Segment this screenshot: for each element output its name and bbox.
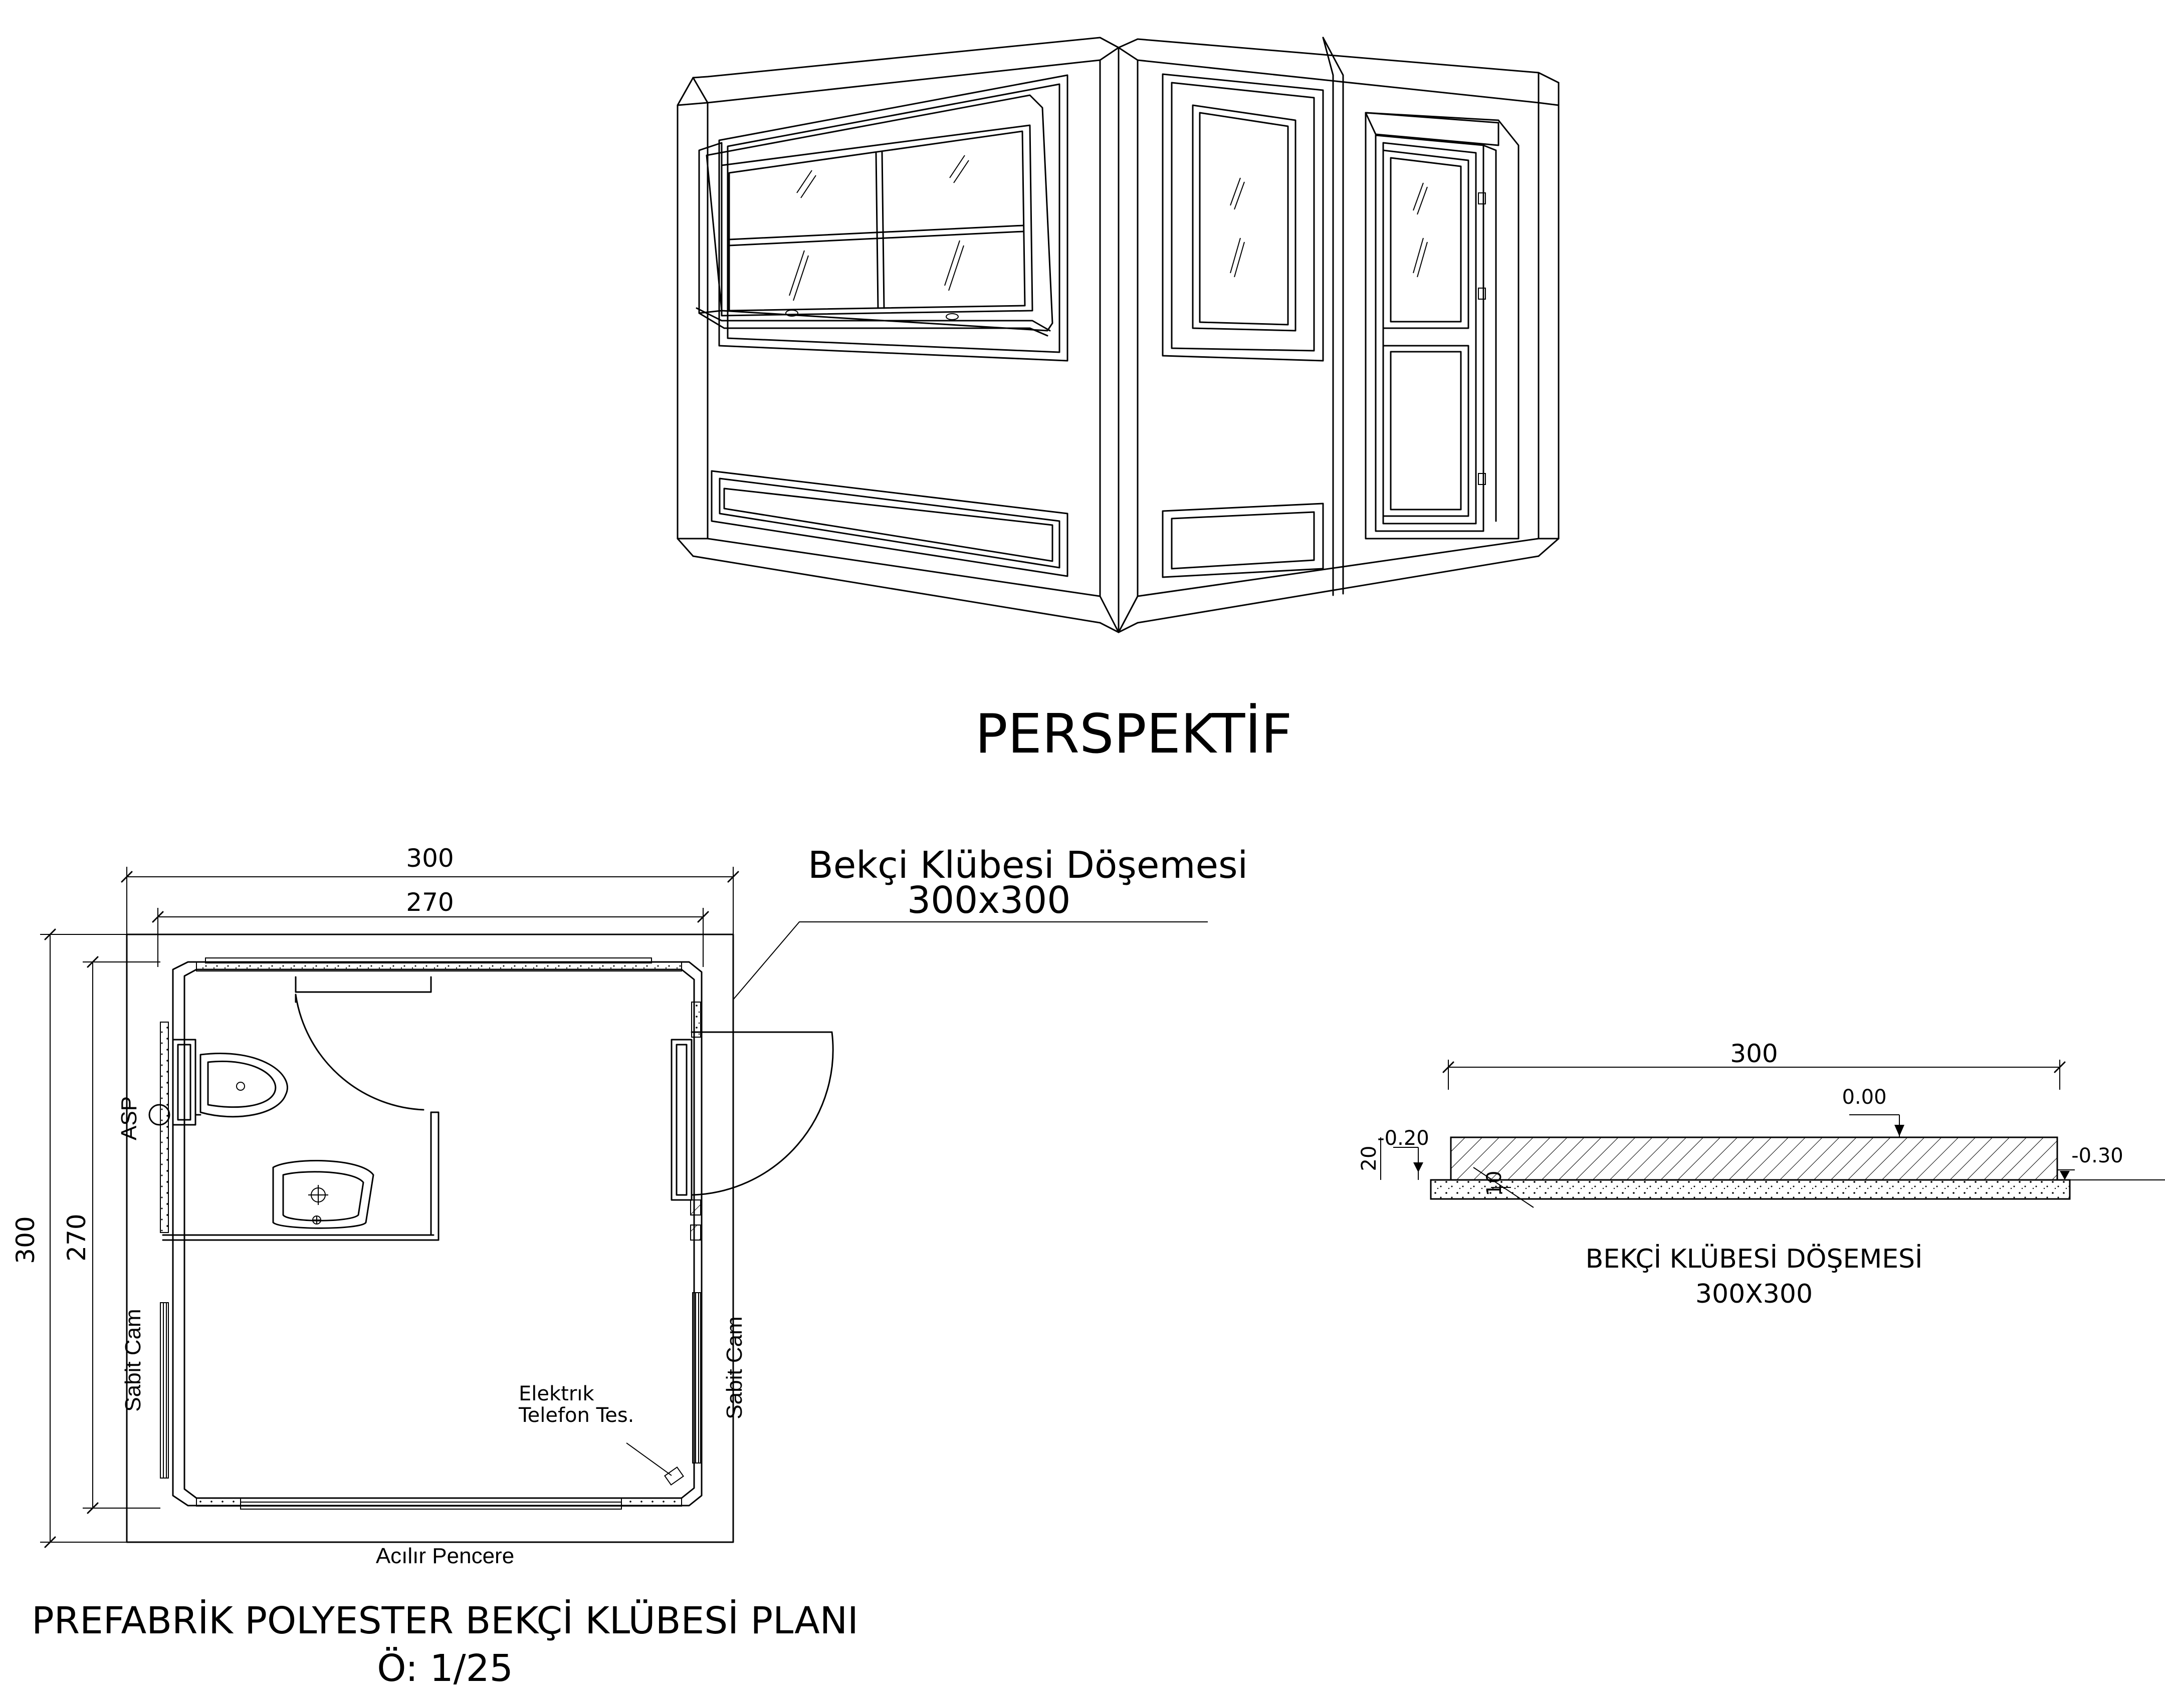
section-dim-10: 10 bbox=[1483, 1171, 1506, 1196]
label-asp: ASP bbox=[117, 1096, 141, 1140]
front-lower-panel bbox=[711, 470, 1068, 577]
booth-walls bbox=[160, 957, 703, 1510]
plan-dim-outer-width: 300 bbox=[406, 844, 454, 873]
plan-floor-outline bbox=[126, 933, 734, 1543]
toilet bbox=[148, 1039, 288, 1126]
label-acilir-pencere: Acılır Pencere bbox=[376, 1544, 514, 1568]
section-level-top: 0.00 bbox=[1842, 1086, 1886, 1109]
plan-dim-inner-height: 270 bbox=[62, 1213, 91, 1261]
floor-section bbox=[1380, 1060, 2165, 1208]
side-lower-panel bbox=[1162, 503, 1324, 578]
plan-title: PREFABRİK POLYESTER BEKÇİ KLÜBESİ PLANI bbox=[32, 1599, 858, 1642]
section-level-bottom: -0.30 bbox=[2071, 1144, 2123, 1167]
front-window bbox=[696, 74, 1068, 362]
plan-dimensions bbox=[40, 867, 739, 1548]
main-door bbox=[671, 1031, 834, 1241]
wc-partition bbox=[162, 976, 440, 1241]
section-dim-width: 300 bbox=[1730, 1039, 1778, 1068]
leader-size: 300x300 bbox=[907, 879, 1070, 922]
label-elektrik: Elektrık bbox=[519, 1382, 594, 1405]
label-sabit-cam-left: Sabit Cam bbox=[121, 1309, 145, 1411]
booth-shell bbox=[677, 37, 1560, 633]
perspective-view bbox=[677, 37, 1560, 633]
side-window bbox=[1162, 73, 1324, 362]
label-telefon: Telefon Tes. bbox=[518, 1404, 634, 1427]
electric-leader bbox=[626, 1442, 672, 1476]
plan-view: 300 270 300 270 bbox=[11, 844, 1248, 1568]
label-sabit-cam-right: Sabit Cam bbox=[722, 1316, 747, 1419]
door bbox=[1365, 112, 1520, 540]
slab-base bbox=[1430, 1179, 2071, 1200]
slab-hatched bbox=[1450, 1136, 2058, 1181]
section-size: 300X300 bbox=[1695, 1279, 1813, 1309]
section-dim-20: 20 bbox=[1358, 1146, 1381, 1171]
plan-dim-outer-height: 300 bbox=[11, 1216, 40, 1264]
floor-leader-line bbox=[733, 921, 1208, 1000]
leader-title: Bekçi Klübesi Döşemesi bbox=[808, 844, 1248, 887]
section-dim-minus020: -0.20 bbox=[1377, 1127, 1429, 1150]
perspective-title: PERSPEKTİF bbox=[975, 702, 1292, 766]
plan-dim-inner-width: 270 bbox=[406, 888, 454, 917]
section-title: BEKÇİ KLÜBESİ DÖŞEMESİ bbox=[1586, 1244, 1923, 1274]
plan-scale: Ö: 1/25 bbox=[377, 1646, 513, 1690]
sink bbox=[272, 1160, 374, 1229]
